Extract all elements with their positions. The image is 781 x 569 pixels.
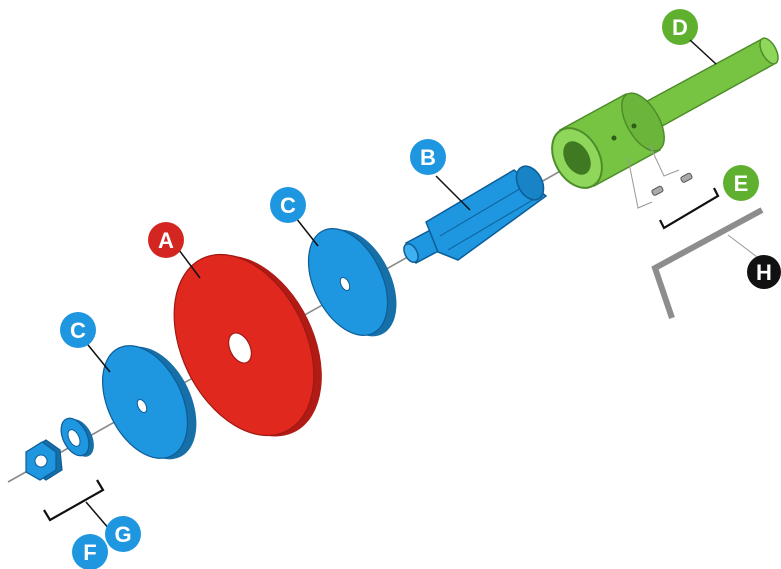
svg-text:E: E — [734, 171, 749, 196]
part-b-arbor — [403, 165, 548, 265]
svg-text:H: H — [756, 260, 772, 285]
svg-text:A: A — [158, 228, 174, 253]
svg-text:C: C — [280, 193, 296, 218]
svg-text:G: G — [114, 522, 131, 547]
svg-text:F: F — [83, 540, 96, 565]
part-d-handle — [551, 37, 779, 209]
part-e-set-screws — [651, 172, 720, 230]
label-c-upper: C — [270, 187, 306, 223]
label-f: F — [72, 534, 108, 569]
part-g-small-washer — [60, 417, 94, 457]
label-c-lower: C — [60, 312, 96, 348]
svg-text:C: C — [70, 318, 86, 343]
label-e: E — [723, 165, 759, 201]
label-g: G — [105, 516, 141, 552]
label-a: A — [148, 222, 184, 258]
label-b: B — [410, 139, 446, 175]
svg-text:D: D — [672, 15, 688, 40]
bracket-fg — [43, 479, 105, 522]
label-d: D — [662, 9, 698, 45]
part-a-disc — [173, 245, 322, 437]
part-c-lower-washer — [83, 339, 197, 460]
bracket-e — [659, 187, 720, 230]
label-h: H — [747, 255, 781, 289]
part-h-hex-key — [651, 207, 764, 319]
part-c-upper-washer — [295, 217, 397, 337]
part-f-hex-nut — [25, 439, 63, 481]
svg-text:B: B — [420, 145, 436, 170]
